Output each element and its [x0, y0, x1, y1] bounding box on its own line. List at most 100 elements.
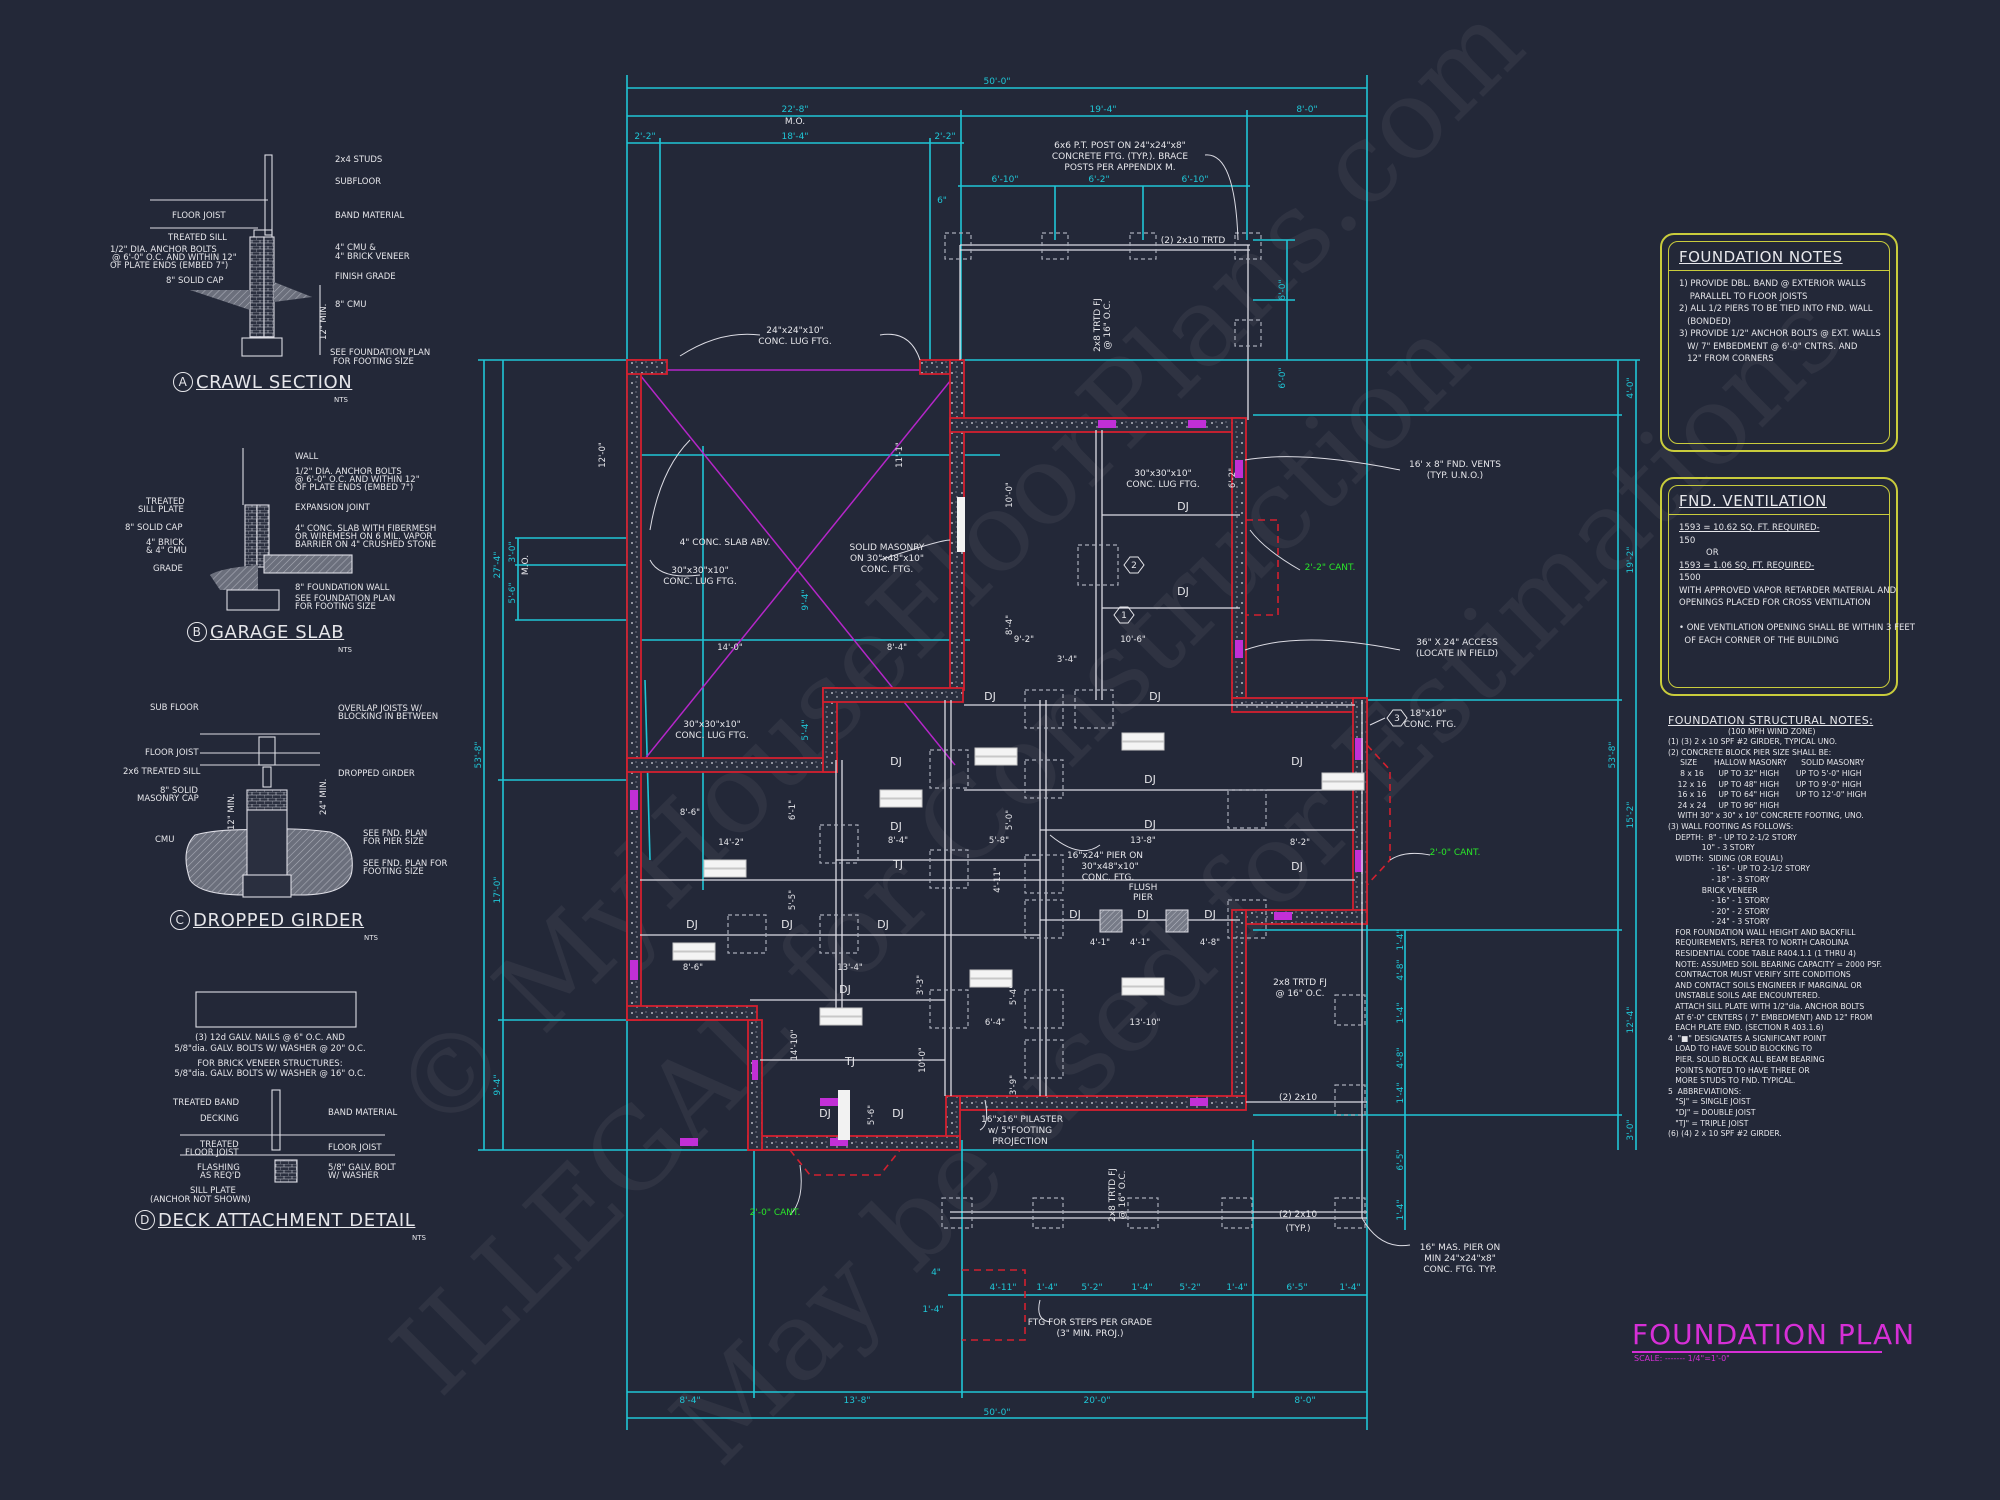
- structural-notes: FOUNDATION STRUCTURAL NOTES: (100 MPH WI…: [1668, 715, 1898, 1140]
- dim-left-2: 17'-0": [493, 876, 503, 903]
- tag-1-label: 1: [1121, 611, 1127, 621]
- dimension-text: 50'-0" 22'-8" 19'-4" 8'-0" 2'-2" 18'-4" …: [474, 77, 1636, 1418]
- note-line: UNSTABLE SOILS ARE ENCOUNTERED.: [1668, 991, 1821, 1001]
- detail-b-nts: NTS: [338, 646, 352, 654]
- note-line: WITH 30" x 30" x 10" CONCRETE FOOTING, U…: [1668, 811, 1864, 821]
- label: EXPANSION JOINT: [295, 503, 371, 513]
- callout-line: FLUSH: [1129, 883, 1158, 893]
- dim-porch-2: 6'-2": [1088, 175, 1109, 185]
- dim-int-12: 12'-0": [598, 442, 608, 468]
- detail-d-labels: (3) 12d GALV. NAILS @ 6" O.C. AND 5/8"di…: [174, 1033, 365, 1079]
- structural-notes-subtitle: (100 MPH WIND ZONE): [1728, 726, 1816, 736]
- label: TREATED: [145, 497, 185, 507]
- dim-int-23: 3'-3": [916, 975, 926, 995]
- dim-int-9: 9'-2": [1014, 635, 1034, 645]
- tag-1: 1: [1113, 606, 1135, 624]
- label: FOR FOOTING SIZE: [295, 602, 376, 612]
- dim-int-21: 4'-1": [1130, 938, 1150, 948]
- callout-line: CONC. FTG.: [1404, 720, 1456, 730]
- label: CMU: [155, 835, 175, 845]
- dj-label: DJ: [1177, 585, 1189, 598]
- foundation-notes-title: FOUNDATION NOTES: [1679, 248, 1843, 266]
- dim-int-30: 5'-4": [1009, 985, 1019, 1005]
- divider: [1669, 514, 1889, 515]
- note-line: BRICK VENEER: [1668, 885, 1758, 895]
- label: OF PLATE ENDS (EMBED 7"): [110, 261, 228, 271]
- callout-conc-ftg: 18"x10" CONC. FTG.: [1404, 709, 1456, 730]
- tag-2-label: 2: [1131, 561, 1137, 571]
- dj-label: DJ: [1149, 690, 1161, 703]
- dj-label: DJ: [877, 918, 889, 931]
- detail-b-labels: WALL 1/2" DIA. ANCHOR BOLTS @ 6'-0" O.C.…: [125, 452, 436, 612]
- note-line: OF EACH CORNER OF THE BUILDING: [1679, 635, 1839, 646]
- joist-labels: DJ DJ DJ DJ DJ DJ DJ DJ DJ DJ DJ DJ DJ D…: [686, 500, 1303, 1120]
- note-line: PIER. SOLID BLOCK ALL BEAM BEARING: [1668, 1055, 1825, 1064]
- divider: [1669, 270, 1889, 271]
- detail-title-label: GARAGE SLAB: [210, 622, 345, 643]
- dj-label: DJ: [819, 1107, 831, 1120]
- dim-int-33: 5'-0": [1005, 810, 1015, 830]
- callout-line: CONC. FTG.: [861, 565, 913, 575]
- callout-2x10: (2) 2x10: [1279, 1093, 1317, 1103]
- note-line: EACH PLATE END. (SECTION R 403.1.6): [1668, 1023, 1824, 1033]
- label: 5/8" GALV. BOLT: [328, 1163, 397, 1173]
- note-line: OR: [1679, 548, 1719, 558]
- dj-label: DJ: [1204, 908, 1216, 921]
- note-line: 24 x 24 UP TO 96" HIGH: [1668, 800, 1780, 810]
- dj-label: DJ: [1291, 755, 1303, 768]
- callout-flush-pier: FLUSH PIER: [1129, 883, 1158, 903]
- label: SILL PLATE: [190, 1186, 236, 1196]
- dim-right-lower-1: 1'-4": [1396, 929, 1406, 950]
- callout-line: PIER: [1133, 893, 1153, 903]
- callout-vents: 16' x 8" FND. VENTS (TYP. U.N.O.): [1409, 460, 1501, 481]
- note-line: [1679, 610, 1881, 623]
- label: FOR BRICK VENEER STRUCTURES:: [197, 1059, 342, 1069]
- label: BAND MATERIAL: [328, 1108, 398, 1118]
- detail-marker: A: [173, 372, 193, 392]
- label: WALL: [295, 452, 318, 462]
- label: FLOOR JOIST: [145, 748, 199, 758]
- dim-int-5: 10'-6": [1120, 635, 1146, 645]
- label: 8" SOLID CAP: [125, 523, 182, 533]
- callout-2x10-typ: (2) 2x10 (TYP.): [1279, 1210, 1317, 1234]
- detail-a-nts: NTS: [334, 396, 348, 404]
- cantilever-outlines: [789, 519, 1391, 1341]
- dim-right-2: 19'-2": [1626, 546, 1636, 573]
- mo-label-top: M.O.: [785, 117, 805, 127]
- note-line: 1593 = 1.06 SQ. FT. REQUIRED-: [1679, 560, 1815, 571]
- detail-marker: C: [170, 910, 190, 930]
- dim-int-2: 10'-0": [1005, 482, 1015, 508]
- cant-note-1: 2'-2" CANT.: [1305, 563, 1356, 573]
- dim-int-4: 6'-2": [1228, 468, 1238, 488]
- note-line: (3) WALL FOOTING AS FOLLOWS:: [1668, 821, 1794, 831]
- foundation-notes-body: 1) PROVIDE DBL. BAND @ EXTERIOR WALLS PA…: [1679, 278, 1881, 366]
- note-line: 1593 = 10.62 SQ. FT. REQUIRED-: [1679, 523, 1820, 533]
- label: SUBFLOOR: [335, 177, 381, 187]
- leader-lines: [649, 154, 1431, 1323]
- note-line: - 16" - 1 STORY: [1668, 896, 1770, 906]
- callout-steps: FTG FOR STEPS PER GRADE (3" MIN. PROJ.): [1028, 1318, 1153, 1339]
- dj-label: DJ: [1177, 500, 1189, 513]
- detail-d-side-labels: TREATED BAND DECKING TREATED FLOOR JOIST…: [150, 1098, 398, 1205]
- note-line: POINTS NOTED TO HAVE THREE OR: [1668, 1065, 1810, 1075]
- dj-label: DJ: [686, 918, 698, 931]
- fnd-ventilation-inner: FND. VENTILATION 1593 = 10.62 SQ. FT. RE…: [1668, 485, 1915, 688]
- label: 2x6 TREATED SILL: [123, 767, 201, 777]
- note-line: 3) PROVIDE 1/2" ANCHOR BOLTS @ EXT. WALL…: [1679, 329, 1881, 339]
- note-line: 150: [1679, 535, 1696, 546]
- label: 4" CMU &: [335, 243, 376, 253]
- note-line: (6) (4) 2 x 10 SPF #2 GIRDER.: [1668, 1129, 1782, 1139]
- dim-step-3: 5'-2": [1081, 1283, 1102, 1293]
- note-line: WITH APPROVED VAPOR RETARDER MATERIAL AN…: [1679, 585, 1897, 596]
- dim-right-lower-7: 1'-4": [1396, 1199, 1406, 1220]
- dim-porch-1: 6'-10": [991, 175, 1018, 185]
- callout-line: 30"x30"x10": [683, 720, 740, 730]
- sheet-title: FOUNDATION PLAN: [1632, 1318, 1916, 1351]
- callout-line: 16"x24" PIER ON: [1067, 851, 1143, 861]
- label: @ 6'-0" O.C. AND WITHIN 12": [295, 475, 420, 485]
- dj-label: DJ: [839, 983, 851, 996]
- dim-bottom-2: 13'-8": [843, 1396, 870, 1406]
- detail-b-drawing: [210, 448, 353, 611]
